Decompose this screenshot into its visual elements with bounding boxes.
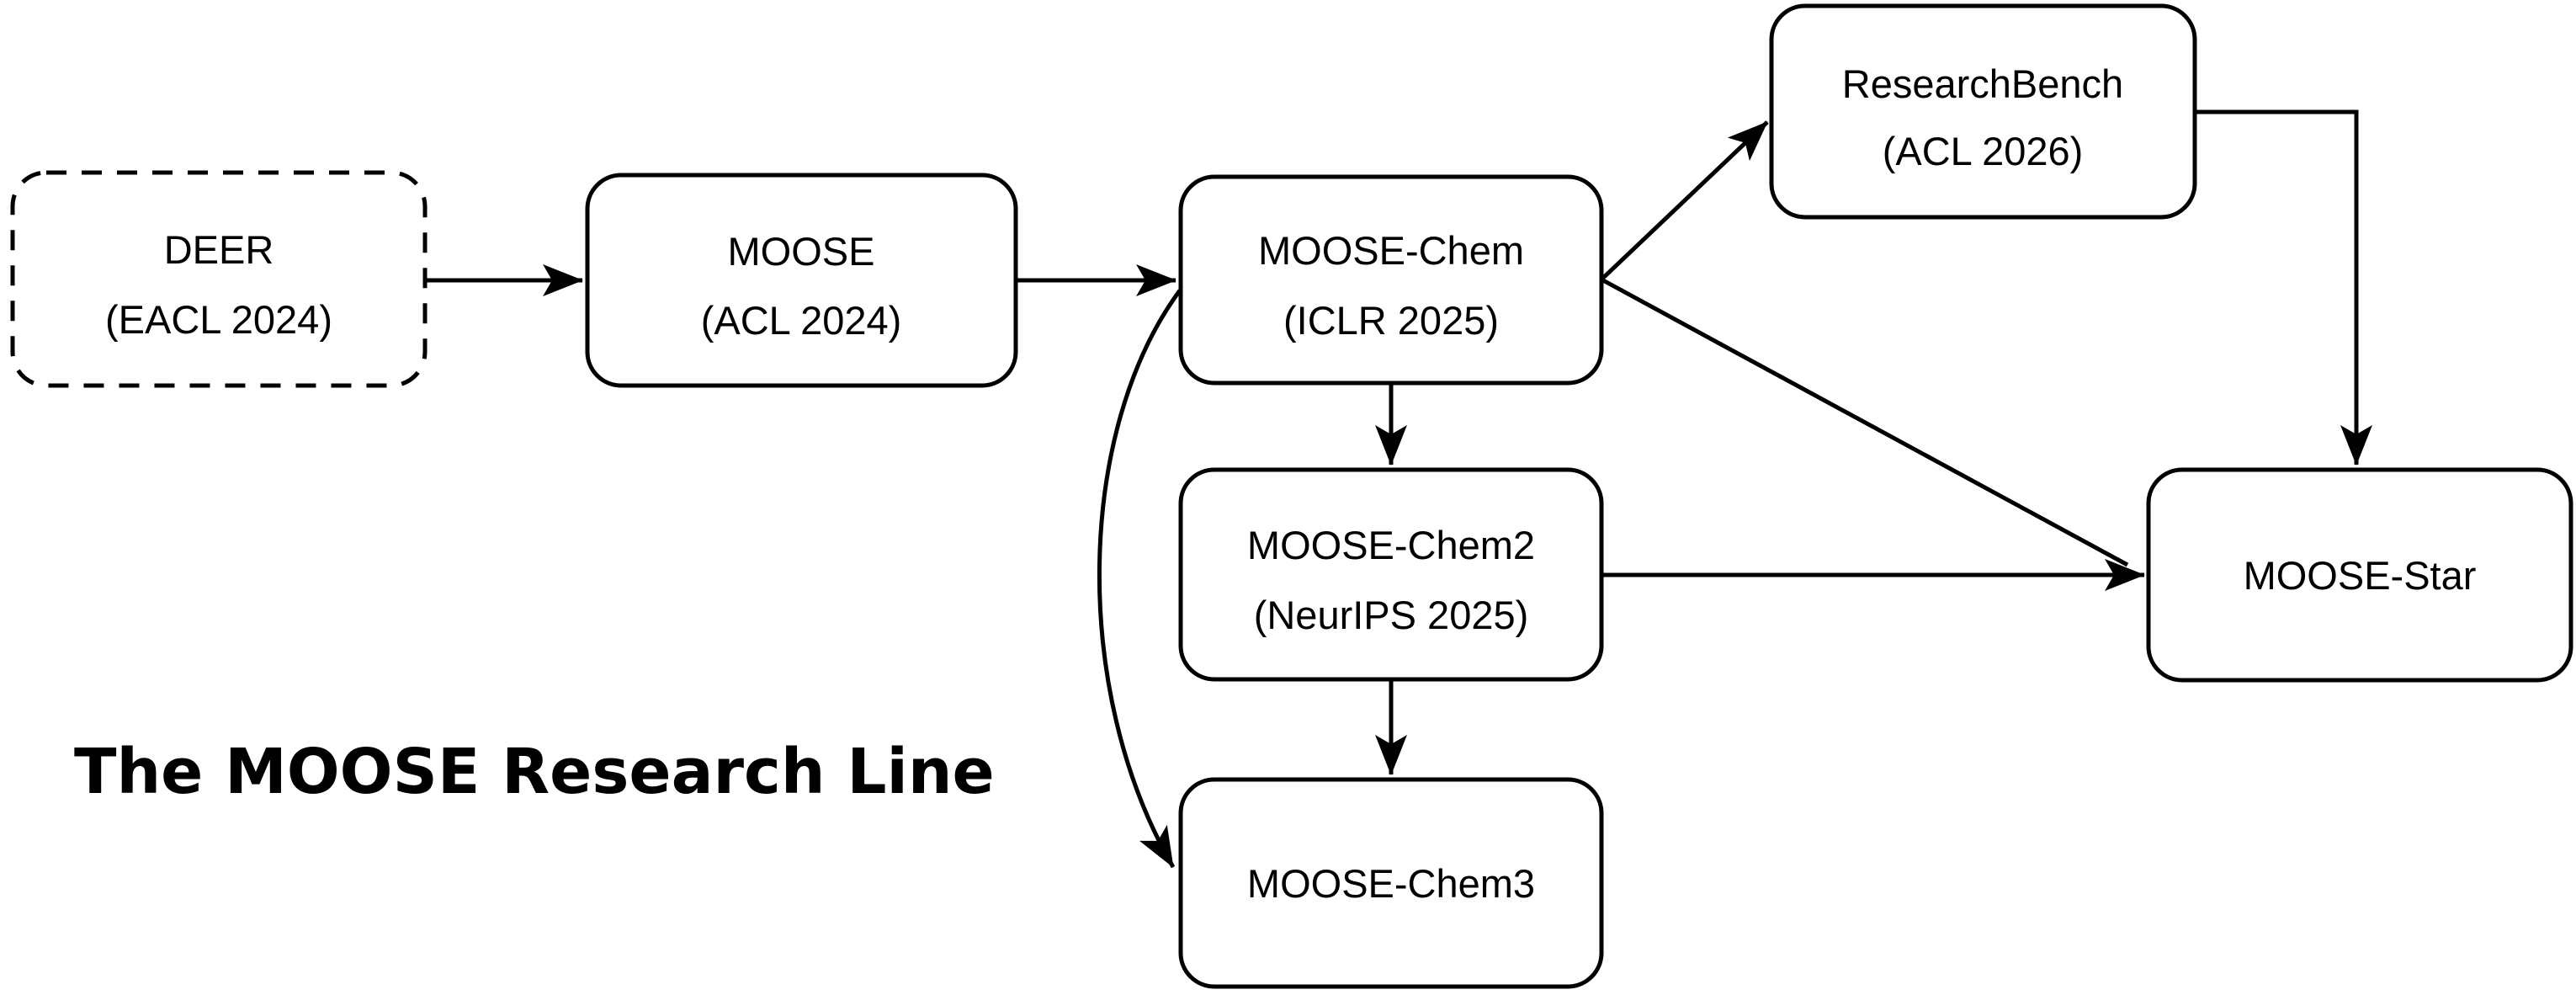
node-researchbench-label-line1: ResearchBench xyxy=(1842,61,2123,106)
node-moose-chem3-box xyxy=(1178,777,1604,989)
node-moose-chem-label-line2: (ICLR 2025) xyxy=(1283,298,1499,343)
node-deer-label-line1: DEER xyxy=(164,227,274,272)
node-moose-chem2: MOOSE-Chem2 (NeurIPS 2025) xyxy=(1178,467,1604,682)
node-deer: DEER (EACL 2024) xyxy=(10,170,428,388)
edge-researchbench-moosestar xyxy=(2195,109,2372,466)
node-deer-box xyxy=(10,170,428,388)
node-researchbench: ResearchBench (ACL 2026) xyxy=(1769,3,2197,220)
node-moose-chem-box xyxy=(1178,174,1604,386)
node-moose-chem2-label-line2: (NeurIPS 2025) xyxy=(1254,593,1529,637)
node-moose: MOOSE (ACL 2024) xyxy=(585,173,1018,388)
node-moose-star-label-line1: MOOSE-Star xyxy=(2244,553,2477,598)
edge-moosechem-moosechem3-curve xyxy=(1097,289,1182,869)
node-deer-label-line2: (EACL 2024) xyxy=(105,297,332,342)
node-moose-chem3: MOOSE-Chem3 xyxy=(1178,777,1604,989)
edge-moosechem-moosestar xyxy=(1600,277,2129,567)
node-moose-label-line2: (ACL 2024) xyxy=(701,298,902,343)
node-moose-chem: MOOSE-Chem (ICLR 2025) xyxy=(1178,174,1604,386)
edge-moosechem-researchbench xyxy=(1600,120,1769,281)
node-researchbench-box xyxy=(1769,3,2197,220)
diagram-title: The MOOSE Research Line xyxy=(74,736,995,808)
node-moose-chem2-label-line1: MOOSE-Chem2 xyxy=(1247,523,1535,567)
node-moose-box xyxy=(585,173,1018,388)
node-moose-chem3-label-line1: MOOSE-Chem3 xyxy=(1247,861,1535,906)
node-moose-star-box xyxy=(2146,467,2573,683)
node-researchbench-label-line2: (ACL 2026) xyxy=(1883,129,2084,173)
node-moose-chem2-box xyxy=(1178,467,1604,682)
node-moose-star: MOOSE-Star xyxy=(2146,467,2573,683)
node-moose-label-line1: MOOSE xyxy=(728,229,875,274)
node-moose-chem-label-line1: MOOSE-Chem xyxy=(1258,228,1524,273)
